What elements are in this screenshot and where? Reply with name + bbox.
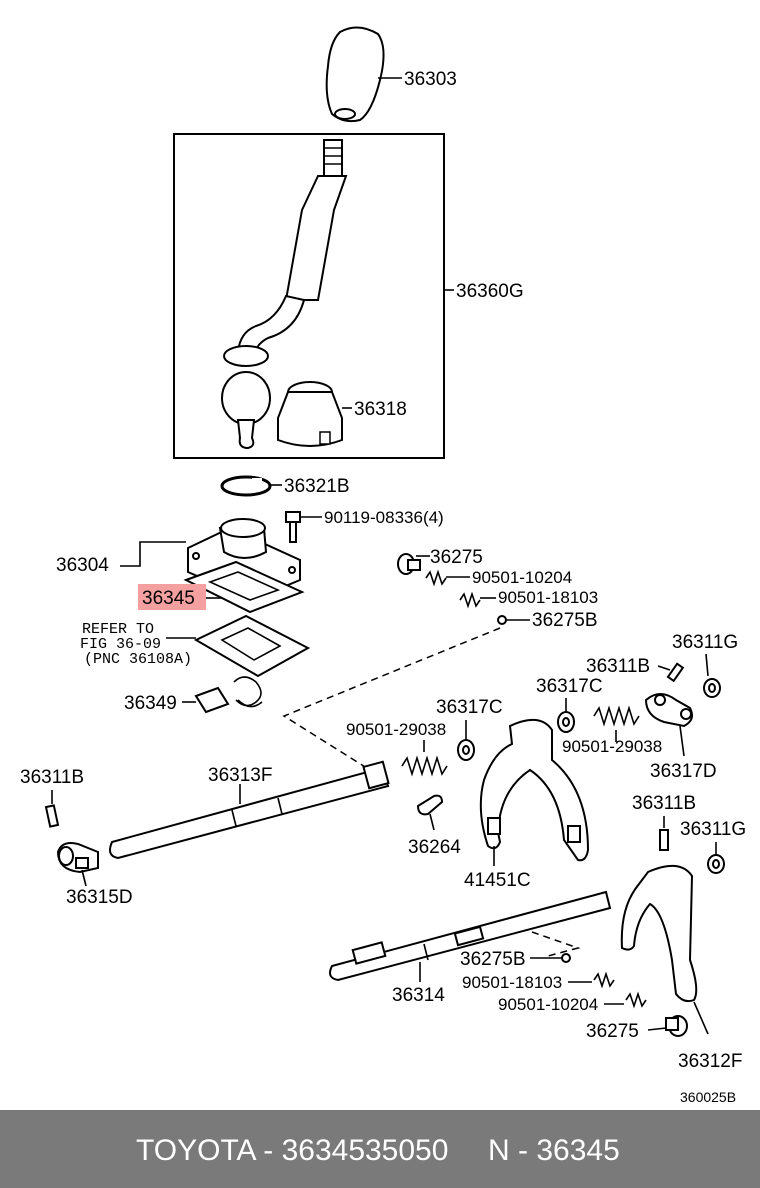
shift-shaft-part-36313F[interactable] [109, 760, 390, 860]
plug-part-bottom[interactable] [665, 1015, 688, 1037]
bolt-part[interactable] [285, 511, 301, 543]
label-36264: 36264 [408, 837, 461, 858]
footer-brand-part-number: TOYOTA - 3634535050 [136, 1134, 449, 1167]
label-36360G: 36360G [456, 281, 524, 302]
spring-part-mid[interactable] [459, 591, 481, 609]
label-90501-29038-left: 90501-29038 [346, 720, 446, 739]
label-36317D: 36317D [650, 761, 717, 782]
label-36311B-top: 36311B [586, 656, 650, 677]
nut-part-top[interactable] [703, 678, 721, 698]
ball-part-bottom[interactable] [561, 953, 571, 963]
lever-assembly-frame [173, 133, 445, 459]
shaft-head-part[interactable] [56, 842, 99, 874]
label-36318: 36318 [354, 399, 407, 420]
spring-part-left[interactable] [401, 755, 448, 777]
label-36311B-left: 36311B [20, 767, 84, 788]
lock-spring-part[interactable] [194, 676, 263, 714]
spring-part-top[interactable] [425, 569, 447, 587]
highlight-36345 [138, 584, 206, 610]
cover-plate-part[interactable] [193, 614, 311, 678]
shift-knob-part[interactable] [325, 26, 385, 123]
label-36315D: 36315D [66, 887, 133, 908]
lever-seat-part[interactable] [277, 381, 343, 447]
label-90501-10204-bottom: 90501-10204 [498, 995, 598, 1014]
gasket-part[interactable] [183, 560, 305, 614]
label-36303: 36303 [404, 69, 457, 90]
label-90501-29038-right: 90501-29038 [562, 737, 662, 756]
label-36321B: 36321B [284, 476, 350, 497]
diagram-code: 360025B [680, 1089, 736, 1105]
head-part[interactable] [644, 693, 693, 728]
spring-part-right[interactable] [593, 705, 640, 727]
plug-part-top[interactable] [397, 553, 421, 575]
refer-line-2: FIG 36-09 [80, 636, 161, 653]
label-36275B-top: 36275B [532, 610, 598, 631]
label-36313F: 36313F [208, 765, 272, 786]
snap-ring-part[interactable] [220, 475, 272, 497]
label-90119-08336: 90119-08336(4) [324, 508, 444, 527]
shift-fork-part-41451C[interactable] [479, 719, 590, 862]
label-36311G-mid: 36311G [680, 819, 746, 840]
interlock-pin-part[interactable] [416, 794, 444, 816]
label-36304: 36304 [56, 555, 109, 576]
footer-bar: TOYOTA - 3634535050 N - 36345 [0, 1110, 760, 1188]
label-36311B-mid: 36311B [632, 793, 696, 814]
refer-line-3: (PNC 36108A) [84, 651, 192, 668]
label-36349: 36349 [124, 693, 177, 714]
label-36275-top: 36275 [430, 547, 483, 568]
label-36314: 36314 [392, 985, 445, 1006]
label-90501-10204-top: 90501-10204 [472, 568, 572, 587]
label-41451C: 41451C [464, 870, 531, 891]
label-36345: 36345 [142, 588, 195, 609]
label-36317C-right: 36317C [536, 676, 603, 697]
spring-part-bottom-1[interactable] [593, 971, 615, 989]
nut-part-mid[interactable] [707, 854, 725, 874]
label-36317C-left: 36317C [436, 697, 503, 718]
washer-part-left[interactable] [457, 739, 475, 761]
washer-part-right[interactable] [557, 711, 575, 733]
pin-part-left[interactable] [44, 804, 60, 828]
refer-line-1: REFER TO [82, 621, 154, 638]
label-36275-bottom: 36275 [586, 1021, 639, 1042]
footer-diagram-number: N - 36345 [488, 1134, 620, 1167]
label-36311G-top: 36311G [672, 632, 738, 653]
shift-fork-part-36312F[interactable] [620, 865, 698, 1003]
label-90501-18103-top: 90501-18103 [498, 588, 598, 607]
pin-part-mid[interactable] [659, 829, 669, 851]
pin-part-top[interactable] [666, 662, 685, 683]
shift-shaft-part-36314[interactable] [329, 890, 612, 982]
spring-part-bottom-2[interactable] [625, 991, 647, 1009]
label-90501-18103-bottom: 90501-18103 [462, 973, 562, 992]
parts-diagram: 36303 36360G 36318 36321B 90119-08336(4 [20, 26, 746, 1105]
shift-lever-part[interactable] [221, 139, 348, 450]
label-36275B-bottom: 36275B [460, 949, 526, 970]
label-36312F: 36312F [678, 1051, 742, 1072]
ball-part-top[interactable] [497, 615, 507, 625]
